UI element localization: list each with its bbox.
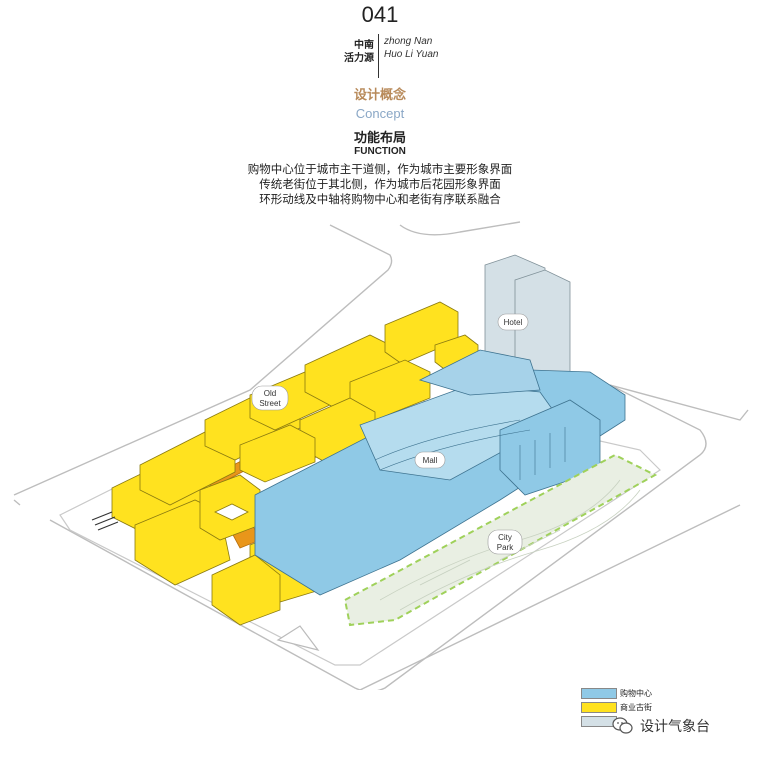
legend-label-old-street: 商业古街 [620,703,652,712]
label-old-street-line1: Old [264,389,276,398]
mall-facade-details [374,419,566,480]
label-hotel-text: Hotel [504,318,523,327]
road-network [13,221,749,690]
watermark: 设计气象台 [612,716,710,736]
label-city-park: City Park [487,529,523,555]
project-name-en-line2: Huo Li Yuan [384,49,439,60]
label-mall-text: Mall [423,456,438,465]
project-name-cn-line1: 中南 [354,40,374,51]
label-hotel: Hotel [497,313,529,331]
courtyard [214,503,249,521]
legend-label-mall: 购物中心 [620,689,652,698]
wechat-icon [612,717,633,734]
project-name-cn-line2: 活力源 [344,53,374,64]
label-old-street-line2: Street [259,399,281,408]
section-title: 设计概念 [353,88,406,103]
label-city-park-line1: City [498,533,512,542]
description-line: 环形动线及中轴将购物中心和老街有序联系融合 [259,192,501,206]
description-line: 购物中心位于城市主干道侧，作为城市主要形象界面 [247,162,513,176]
page-number: 041 [361,2,399,27]
description-line: 传统老街位于其北侧，作为城市后花园形象界面 [259,177,501,191]
mall-building [254,349,626,596]
road-marker [276,625,320,651]
old-street-block [239,424,316,483]
entry-stairs [91,511,119,531]
function-heading-en: FUNCTION [354,146,406,157]
label-mall: Mall [414,451,446,469]
function-layout-diagram: Hotel Old Street Mall City Park [13,221,749,690]
function-heading-cn: 功能布局 [353,131,406,146]
title-divider [378,34,379,78]
legend-swatch-mall [581,688,617,699]
label-city-park-line2: Park [497,543,514,552]
label-old-street: Old Street [251,385,289,411]
section-subtitle: Concept [355,106,405,121]
watermark-text: 设计气象台 [640,719,710,735]
project-name-en-line1: zhong Nan [384,36,433,47]
legend-swatch-old-street [581,702,617,713]
